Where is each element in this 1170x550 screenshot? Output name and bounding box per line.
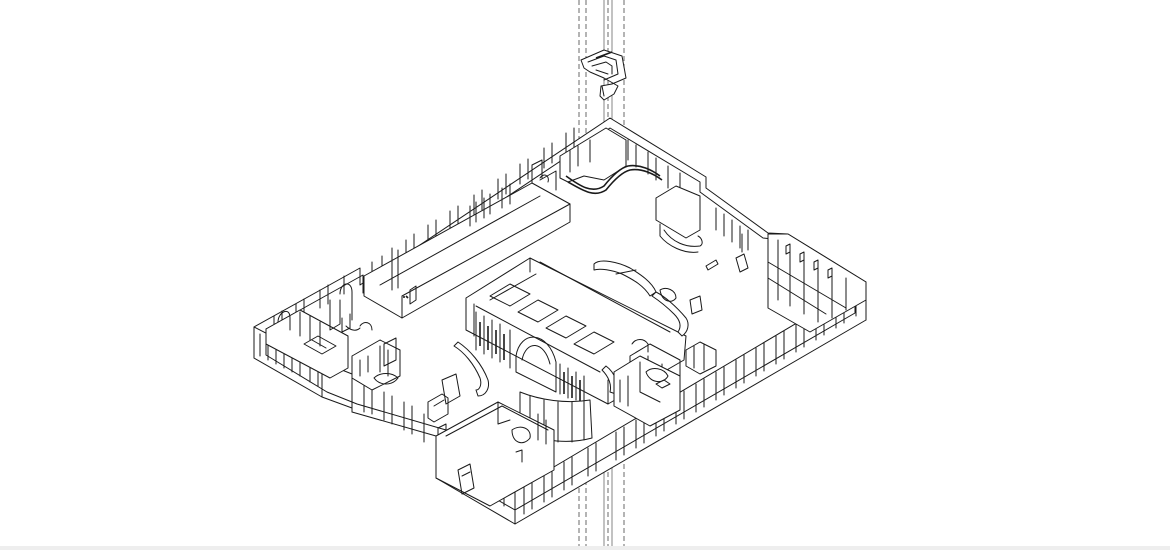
north-east-service — [539, 127, 663, 195]
furniture — [359, 285, 703, 331]
west-rooms — [265, 283, 401, 391]
north-wing-corridor — [363, 159, 571, 319]
east-room — [655, 185, 749, 273]
bottom-edge — [0, 546, 1170, 550]
wc-block — [767, 233, 867, 333]
south-east-rooms — [613, 339, 717, 427]
stair-sculpture — [580, 49, 627, 101]
south-room — [435, 401, 555, 507]
